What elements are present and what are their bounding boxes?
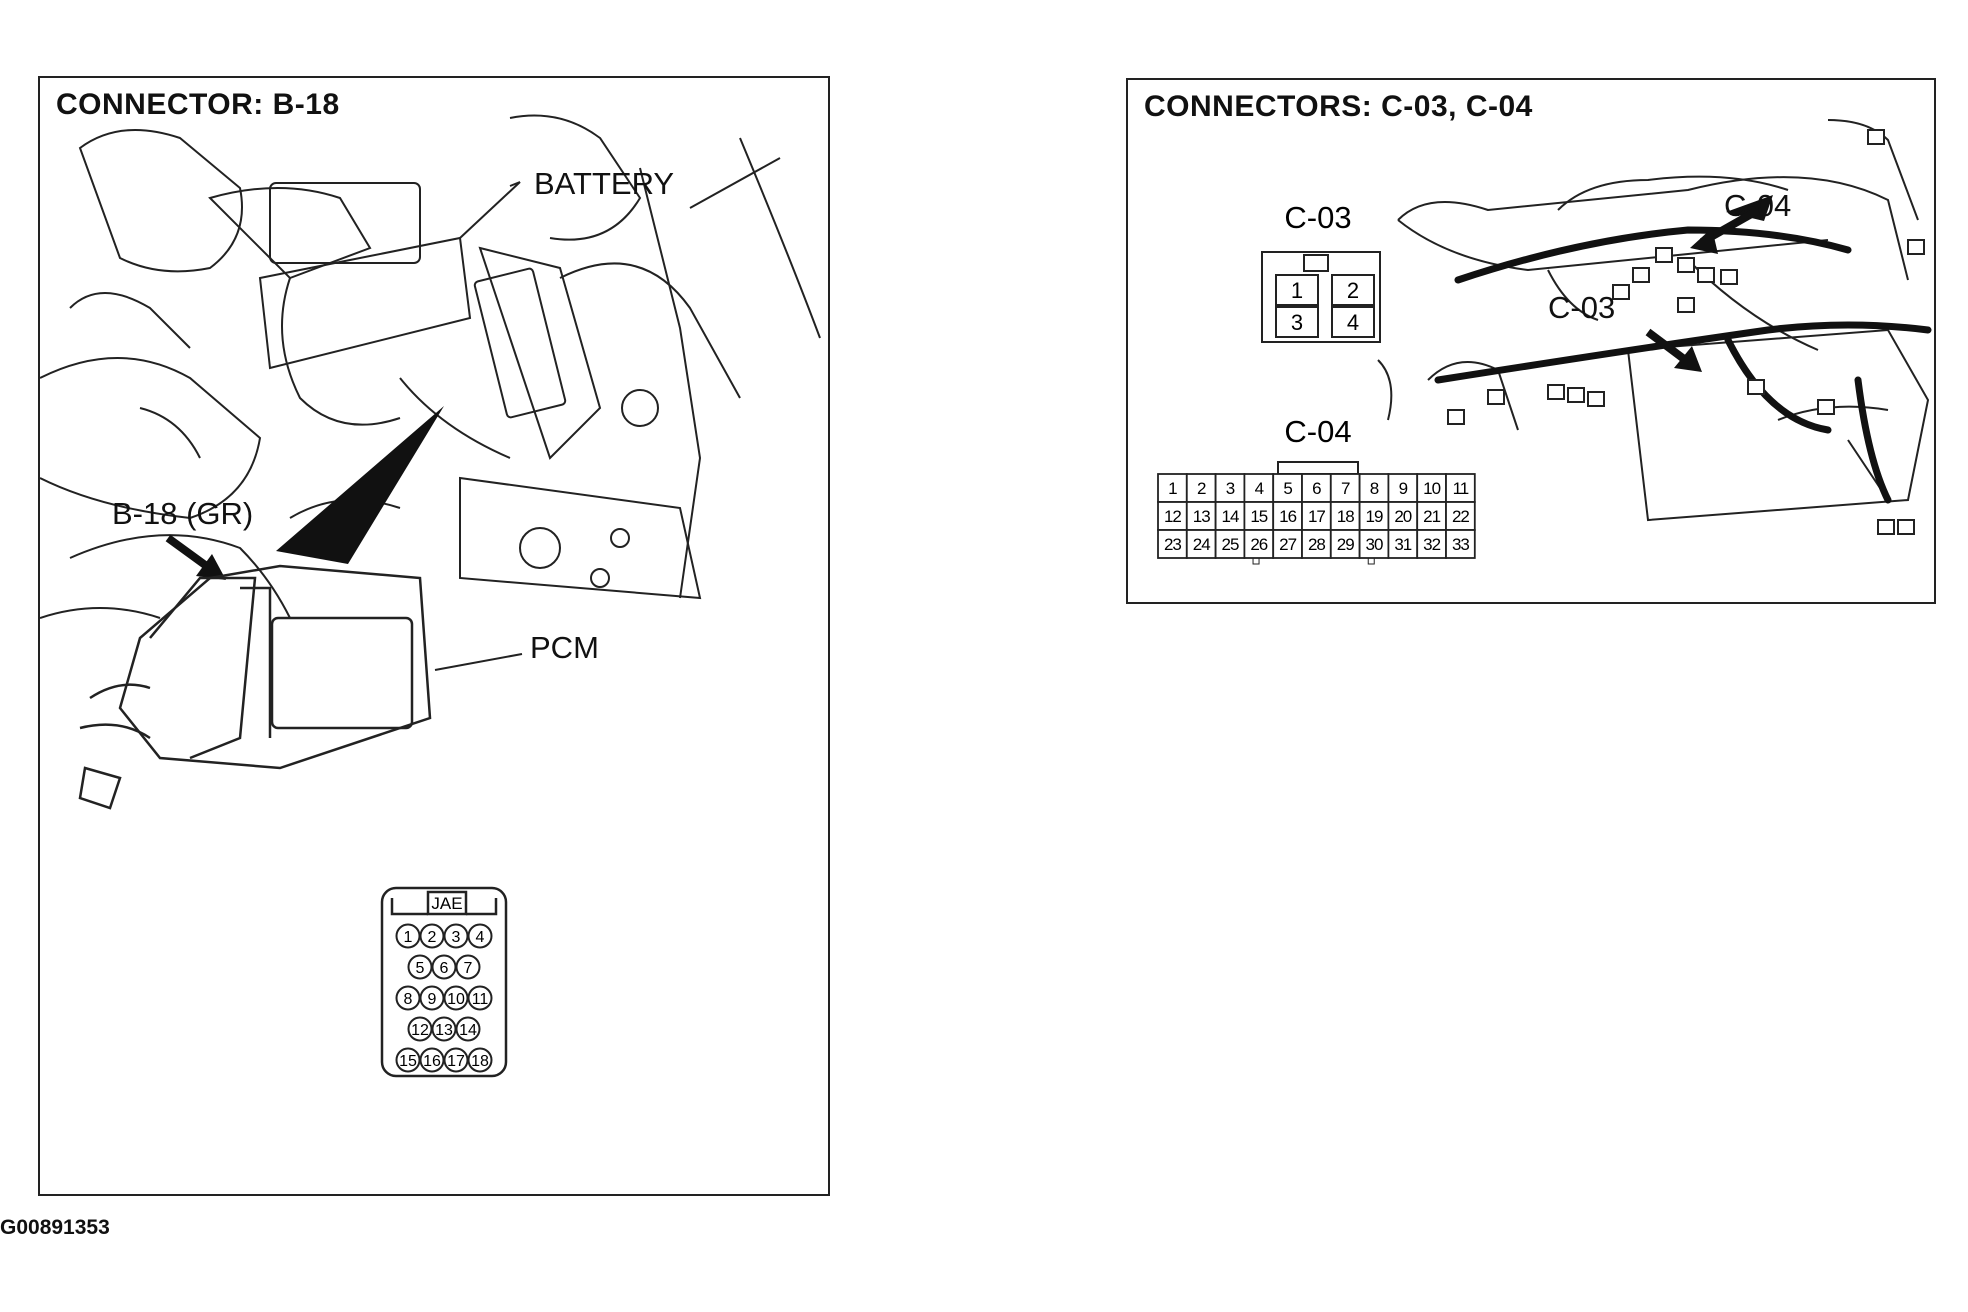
c04-pin-cell: [1445, 473, 1476, 503]
c04-pin-number: 18: [1337, 507, 1354, 526]
c04-pin-number: 27: [1279, 535, 1296, 554]
c04-pin-number: 16: [1279, 507, 1296, 526]
b18-pin-number: 11: [472, 991, 489, 1008]
c04-pin-number: 21: [1423, 507, 1440, 526]
c03-pin-cell: [1331, 306, 1375, 338]
b18-pin-number: 4: [476, 929, 485, 946]
b18-pin-number: 9: [428, 991, 437, 1008]
c03-heading: C-03: [1284, 200, 1351, 235]
connector-b18-panel: CONNECTOR: B-18 BATTERY B-18 (GR) PCM JA…: [38, 76, 830, 1196]
c04-pin-cell: [1157, 501, 1188, 531]
c03-pin-cell: [1275, 306, 1319, 338]
c04-pin-cell: [1185, 473, 1217, 503]
b18-pin-number: 2: [428, 929, 437, 946]
figure-code: G00891353: [0, 1216, 110, 1239]
c04-pin-number: 30: [1366, 535, 1383, 554]
c04-pin-number: 33: [1452, 535, 1469, 554]
c04-pin-number: 13: [1193, 507, 1210, 526]
battery-label: BATTERY: [534, 166, 675, 201]
face-view-header: JAE: [431, 894, 462, 913]
instrument-panel-illustration: [1377, 119, 1932, 535]
c04-pin-number: 20: [1394, 507, 1411, 526]
c04-pin-number: 19: [1366, 507, 1383, 526]
c04-pin-number: 7: [1341, 479, 1350, 498]
c04-pin-cell: [1416, 529, 1447, 559]
b18-pin-number: 17: [447, 1053, 465, 1070]
c04-pin-number: 14: [1222, 507, 1239, 526]
c04-pin-number: 22: [1452, 507, 1469, 526]
c03-pin-number: 1: [1291, 278, 1303, 303]
c03-pin-number: 2: [1347, 278, 1359, 303]
c04-pin-number: 24: [1193, 535, 1210, 554]
c04-pin-cell: [1214, 473, 1246, 503]
b18-pin-number: 7: [464, 960, 473, 977]
c04-pin-number: 3: [1226, 479, 1235, 498]
c03-pin-cell: [1275, 274, 1319, 306]
b18-pin-number: 10: [447, 991, 465, 1008]
b18-pin-number: 16: [423, 1053, 441, 1070]
c04-latch: [1277, 461, 1359, 475]
b18-pin-circle: [455, 1016, 481, 1042]
c04-pin-number: 5: [1283, 479, 1292, 498]
b18-pin-number: 18: [471, 1053, 489, 1070]
c03-connector-face: 1 2 3 4: [1261, 251, 1381, 343]
engine-bay-illustration: [40, 114, 821, 1078]
c03-latch: [1303, 254, 1329, 272]
b18-pin-number: 12: [411, 1022, 429, 1039]
c04-pin-number: 31: [1394, 535, 1411, 554]
c04-pin-cell: [1157, 529, 1188, 559]
c04-pin-number: 11: [1453, 479, 1469, 498]
c04-pin-number: 29: [1337, 535, 1354, 554]
c04-pin-number: 10: [1423, 479, 1440, 498]
b18-pin-number: 13: [435, 1022, 453, 1039]
c04-callout: C-04: [1724, 188, 1792, 223]
c03-callout: C-03: [1548, 290, 1616, 325]
b18-pin-number: 8: [404, 991, 413, 1008]
c03-pin-number: 4: [1347, 310, 1359, 335]
c04-pin-number: 2: [1197, 479, 1206, 498]
c04-pin-cell: [1445, 529, 1476, 559]
c03-pin-cell: [1331, 274, 1375, 306]
c04-pin-number: 17: [1308, 507, 1325, 526]
b18-pin-number: 14: [459, 1022, 477, 1039]
c04-pin-cell: [1329, 529, 1361, 559]
panel-title: CONNECTORS: C-03, C-04: [1140, 90, 1537, 124]
b18-pin-number: 1: [404, 929, 413, 946]
c04-pin-cell: [1329, 501, 1361, 531]
c04-pin-number: 23: [1164, 535, 1181, 554]
c04-pin-number: 8: [1370, 479, 1379, 498]
c04-pin-number: 4: [1255, 479, 1264, 498]
c04-pin-number: 32: [1423, 535, 1440, 554]
c04-pin-cell: [1185, 501, 1217, 531]
c04-pin-number: 1: [1168, 479, 1177, 498]
c04-pin-number: 25: [1222, 535, 1239, 554]
panel-title: CONNECTOR: B-18: [52, 88, 344, 122]
c04-pin-number: 15: [1250, 507, 1267, 526]
c04-pin-number: 9: [1399, 479, 1408, 498]
connector-b18-label: B-18 (GR): [112, 496, 254, 531]
c04-key-notch: [1252, 557, 1260, 565]
c04-pin-number: 26: [1250, 535, 1267, 554]
b18-pin-circle: [467, 923, 493, 949]
b18-pin-circle: [455, 954, 481, 980]
b18-pin-circle: [467, 1047, 493, 1073]
pcm-label: PCM: [530, 630, 599, 665]
b18-pin-number: 6: [440, 960, 449, 977]
b18-pin-number: 3: [452, 929, 461, 946]
c04-pin-number: 28: [1308, 535, 1325, 554]
c04-heading: C-04: [1284, 414, 1351, 449]
c04-key-notch: [1367, 557, 1375, 565]
b18-pin-number: 5: [416, 960, 425, 977]
c04-pin-number: 12: [1164, 507, 1181, 526]
b18-pin-number: 15: [399, 1053, 417, 1070]
b18-pin-circle: [467, 985, 493, 1011]
c04-pin-number: 6: [1312, 479, 1321, 498]
c03-pin-number: 3: [1291, 310, 1303, 335]
